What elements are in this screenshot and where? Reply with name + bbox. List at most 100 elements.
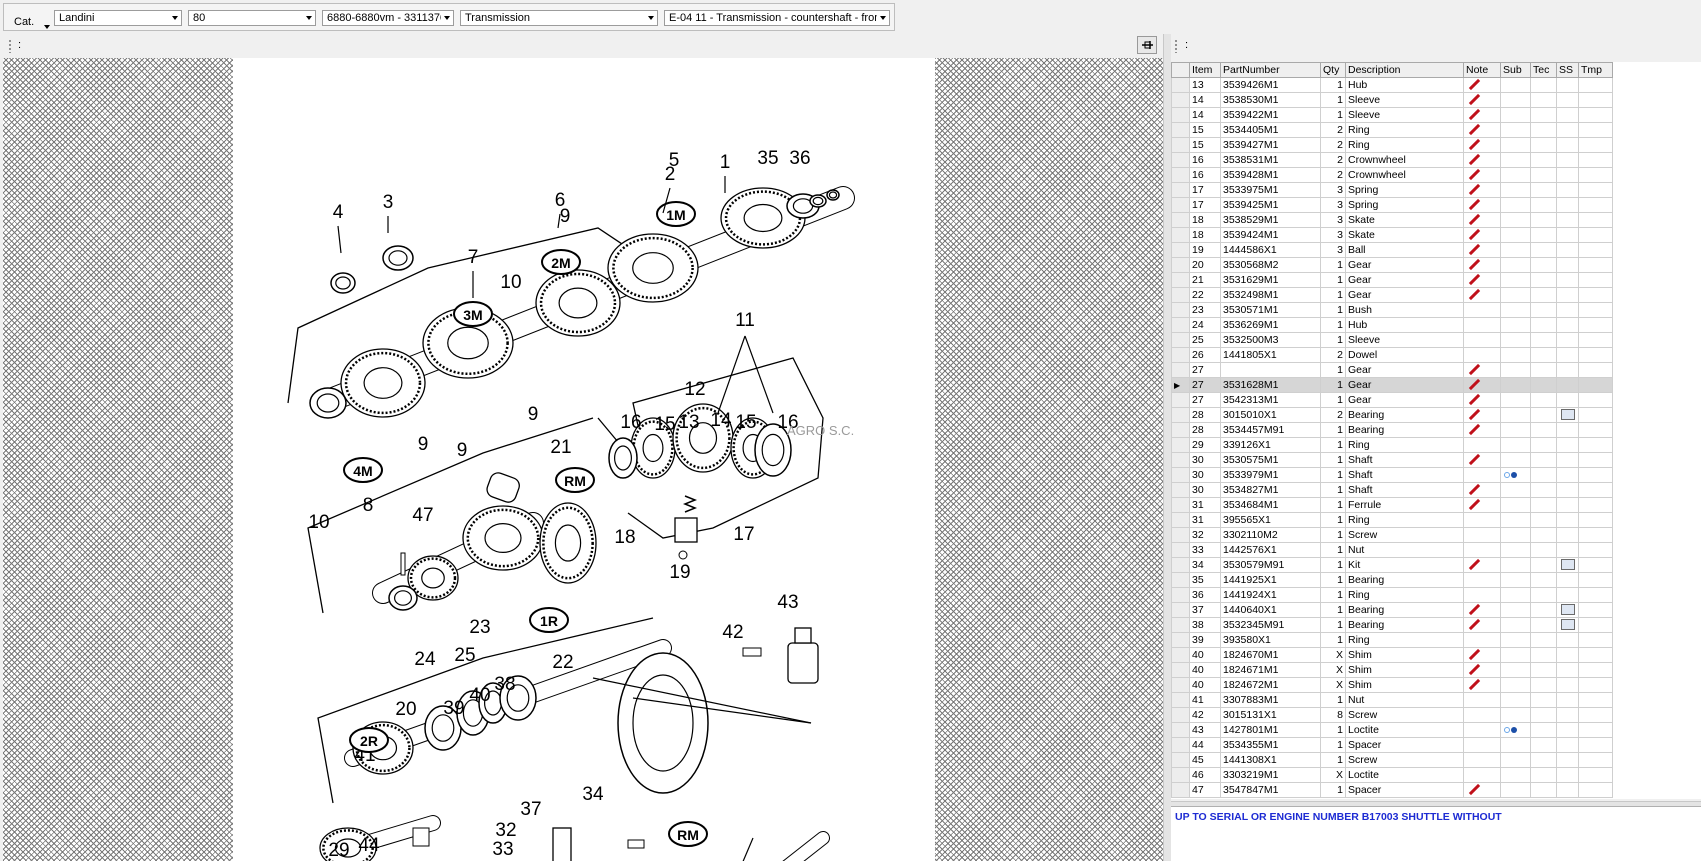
tmp-cell[interactable] bbox=[1578, 212, 1613, 228]
row-selector[interactable] bbox=[1171, 677, 1190, 693]
ss-cell[interactable] bbox=[1556, 452, 1579, 468]
sub-cell[interactable] bbox=[1500, 497, 1531, 513]
ss-cell[interactable] bbox=[1556, 482, 1579, 498]
grip-icon[interactable] bbox=[8, 39, 12, 53]
note-cell[interactable] bbox=[1463, 212, 1501, 228]
note-cell[interactable] bbox=[1463, 137, 1501, 153]
row-selector[interactable] bbox=[1171, 767, 1190, 783]
tmp-cell[interactable] bbox=[1578, 197, 1613, 213]
tmp-cell[interactable] bbox=[1578, 677, 1613, 693]
pencil-icon[interactable] bbox=[1468, 214, 1481, 226]
note-cell[interactable] bbox=[1463, 182, 1501, 198]
tmp-cell[interactable] bbox=[1578, 482, 1613, 498]
tec-cell[interactable] bbox=[1530, 752, 1557, 768]
note-cell[interactable] bbox=[1463, 677, 1501, 693]
tmp-cell[interactable] bbox=[1578, 347, 1613, 363]
tmp-cell[interactable] bbox=[1578, 167, 1613, 183]
note-cell[interactable] bbox=[1463, 587, 1501, 603]
tmp-cell[interactable] bbox=[1578, 602, 1613, 618]
tmp-cell[interactable] bbox=[1578, 782, 1613, 798]
sub-cell[interactable] bbox=[1500, 182, 1531, 198]
tec-cell[interactable] bbox=[1530, 617, 1557, 633]
row-selector[interactable] bbox=[1171, 722, 1190, 738]
note-cell[interactable] bbox=[1463, 467, 1501, 483]
ss-cell[interactable] bbox=[1556, 557, 1579, 573]
model-select[interactable]: 80 bbox=[188, 10, 316, 26]
tec-cell[interactable] bbox=[1530, 692, 1557, 708]
brand-select[interactable]: Landini bbox=[54, 10, 182, 26]
ss-cell[interactable] bbox=[1556, 287, 1579, 303]
catalog-button[interactable]: Cat. bbox=[8, 7, 50, 29]
tec-cell[interactable] bbox=[1530, 287, 1557, 303]
pencil-icon[interactable] bbox=[1468, 409, 1481, 421]
tec-cell[interactable] bbox=[1530, 512, 1557, 528]
note-cell[interactable] bbox=[1463, 257, 1501, 273]
tec-cell[interactable] bbox=[1530, 422, 1557, 438]
substitution-icon[interactable] bbox=[1503, 471, 1519, 479]
tmp-cell[interactable] bbox=[1578, 512, 1613, 528]
tec-cell[interactable] bbox=[1530, 497, 1557, 513]
pencil-icon[interactable] bbox=[1468, 289, 1481, 301]
sub-cell[interactable] bbox=[1500, 767, 1531, 783]
sub-cell[interactable] bbox=[1500, 452, 1531, 468]
note-cell[interactable] bbox=[1463, 662, 1501, 678]
tmp-cell[interactable] bbox=[1578, 692, 1613, 708]
tec-cell[interactable] bbox=[1530, 227, 1557, 243]
sub-cell[interactable] bbox=[1500, 242, 1531, 258]
note-cell[interactable] bbox=[1463, 407, 1501, 423]
ss-cell[interactable] bbox=[1556, 722, 1579, 738]
sub-cell[interactable] bbox=[1500, 227, 1531, 243]
tec-cell[interactable] bbox=[1530, 152, 1557, 168]
ss-cell[interactable] bbox=[1556, 782, 1579, 798]
service-sheet-icon[interactable] bbox=[1561, 619, 1575, 631]
note-cell[interactable] bbox=[1463, 242, 1501, 258]
sub-cell[interactable] bbox=[1500, 437, 1531, 453]
note-cell[interactable] bbox=[1463, 452, 1501, 468]
row-selector[interactable] bbox=[1171, 692, 1190, 708]
tec-cell[interactable] bbox=[1530, 662, 1557, 678]
tmp-cell[interactable] bbox=[1578, 257, 1613, 273]
sub-cell[interactable] bbox=[1500, 122, 1531, 138]
note-cell[interactable] bbox=[1463, 647, 1501, 663]
row-selector[interactable] bbox=[1171, 137, 1190, 153]
tmp-cell[interactable] bbox=[1578, 587, 1613, 603]
ss-cell[interactable] bbox=[1556, 227, 1579, 243]
tec-cell[interactable] bbox=[1530, 167, 1557, 183]
sub-cell[interactable] bbox=[1500, 572, 1531, 588]
note-cell[interactable] bbox=[1463, 602, 1501, 618]
tec-cell[interactable] bbox=[1530, 92, 1557, 108]
tec-cell[interactable] bbox=[1530, 572, 1557, 588]
note-cell[interactable] bbox=[1463, 362, 1501, 378]
tmp-cell[interactable] bbox=[1578, 437, 1613, 453]
pencil-icon[interactable] bbox=[1468, 259, 1481, 271]
vertical-splitter[interactable] bbox=[1163, 34, 1171, 861]
ss-cell[interactable] bbox=[1556, 152, 1579, 168]
tmp-cell[interactable] bbox=[1578, 227, 1613, 243]
note-cell[interactable] bbox=[1463, 632, 1501, 648]
ss-cell[interactable] bbox=[1556, 617, 1579, 633]
row-selector[interactable] bbox=[1171, 197, 1190, 213]
tmp-cell[interactable] bbox=[1578, 287, 1613, 303]
note-cell[interactable] bbox=[1463, 77, 1501, 93]
tmp-cell[interactable] bbox=[1578, 647, 1613, 663]
pencil-icon[interactable] bbox=[1468, 79, 1481, 91]
tec-cell[interactable] bbox=[1530, 197, 1557, 213]
row-selector[interactable] bbox=[1171, 392, 1190, 408]
note-cell[interactable] bbox=[1463, 92, 1501, 108]
tec-cell[interactable] bbox=[1530, 722, 1557, 738]
tmp-cell[interactable] bbox=[1578, 377, 1613, 393]
row-selector[interactable] bbox=[1171, 557, 1190, 573]
tmp-cell[interactable] bbox=[1578, 107, 1613, 123]
ss-cell[interactable] bbox=[1556, 407, 1579, 423]
tec-cell[interactable] bbox=[1530, 137, 1557, 153]
